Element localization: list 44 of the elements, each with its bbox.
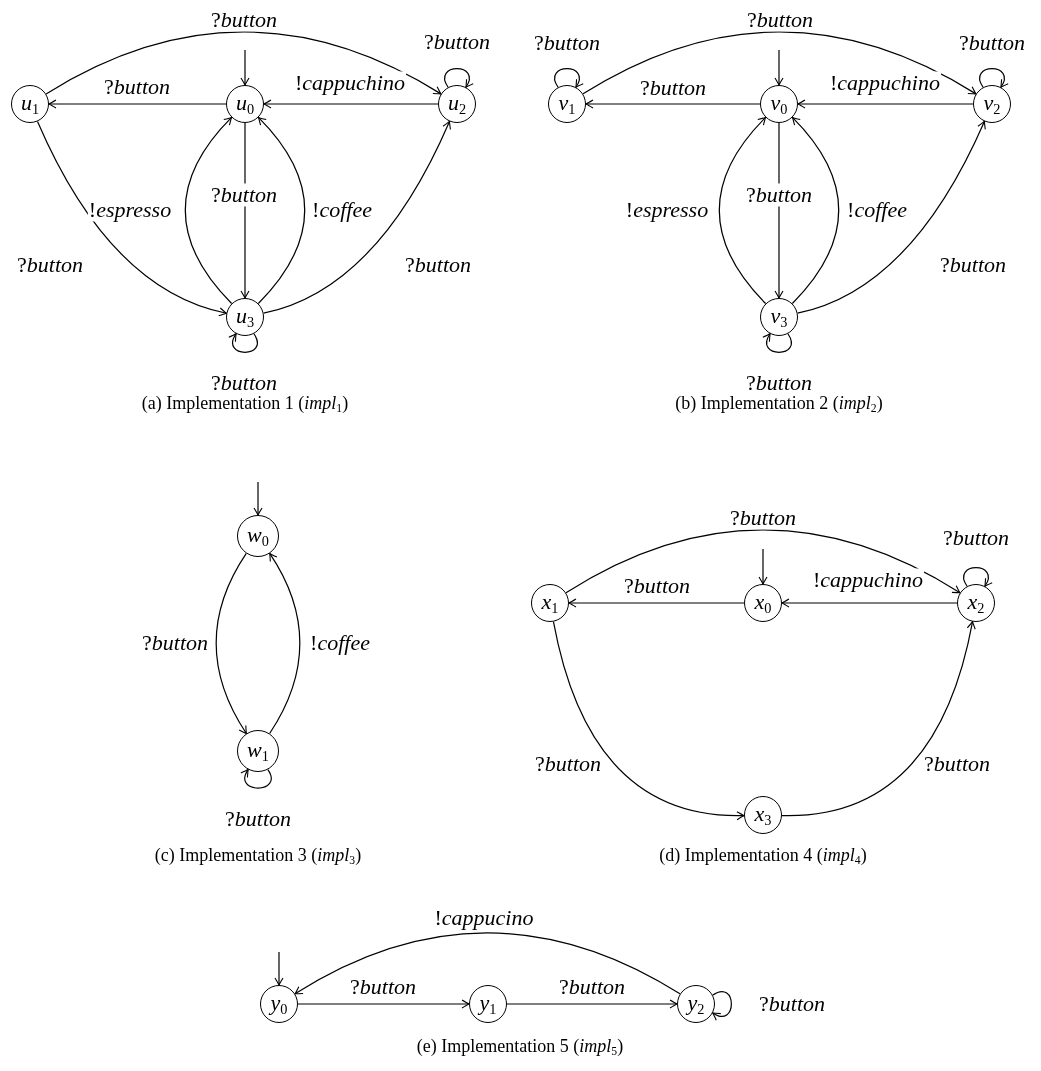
- edge-label: ?button: [745, 183, 813, 207]
- state-label: v$_{2}$: [983, 92, 1001, 116]
- state-circle: [760, 298, 798, 336]
- state-circle: [11, 85, 49, 123]
- state-circle: [226, 298, 264, 336]
- state-label: u$_{0}$: [235, 92, 255, 116]
- state-label: w$_{1}$: [247, 739, 269, 763]
- subfigure-caption: (d) Implementation 4 (impl$_{4}$): [659, 846, 867, 868]
- state-circle: [469, 985, 507, 1023]
- state-label: x$_{1}$: [541, 591, 559, 615]
- state-label: u$_{3}$: [235, 305, 255, 329]
- edge-label: !cappuchino: [294, 71, 406, 95]
- state-circle: [548, 85, 586, 123]
- state-circle: [677, 985, 715, 1023]
- edge-label: !cappuchino: [812, 568, 924, 592]
- state-label: w$_{0}$: [247, 524, 269, 548]
- state-label: u$_{2}$: [447, 92, 467, 116]
- state-circle: [260, 985, 298, 1023]
- state-circle: [744, 796, 782, 834]
- state-circle: [237, 515, 279, 557]
- state-label: v$_{3}$: [770, 305, 788, 329]
- state-circle: [438, 85, 476, 123]
- state-circle: [531, 584, 569, 622]
- state-circle: [744, 584, 782, 622]
- state-circle: [973, 85, 1011, 123]
- subfigure-caption: (e) Implementation 5 (impl$_{5}$): [416, 1037, 624, 1059]
- state-label: v$_{1}$: [558, 92, 576, 116]
- state-label: x$_{3}$: [754, 803, 772, 827]
- subfigure-caption: (b) Implementation 2 (impl$_{2}$): [675, 394, 883, 416]
- state-circle: [237, 730, 279, 772]
- state-label: v$_{0}$: [770, 92, 788, 116]
- state-circle: [957, 584, 995, 622]
- state-circle: [226, 85, 264, 123]
- state-label: x$_{0}$: [754, 591, 772, 615]
- state-label: x$_{2}$: [967, 591, 985, 615]
- state-label: y$_{1}$: [479, 992, 497, 1016]
- state-label: y$_{2}$: [687, 992, 705, 1016]
- state-label: y$_{0}$: [270, 992, 288, 1016]
- edge-label: ?button: [210, 183, 278, 207]
- state-circle: [760, 85, 798, 123]
- subfigure-caption: (a) Implementation 1 (impl$_{1}$): [141, 394, 349, 416]
- edge-label: !cappuchino: [829, 71, 941, 95]
- subfigure-caption: (c) Implementation 3 (impl$_{3}$): [154, 846, 362, 868]
- state-label: u$_{1}$: [20, 92, 40, 116]
